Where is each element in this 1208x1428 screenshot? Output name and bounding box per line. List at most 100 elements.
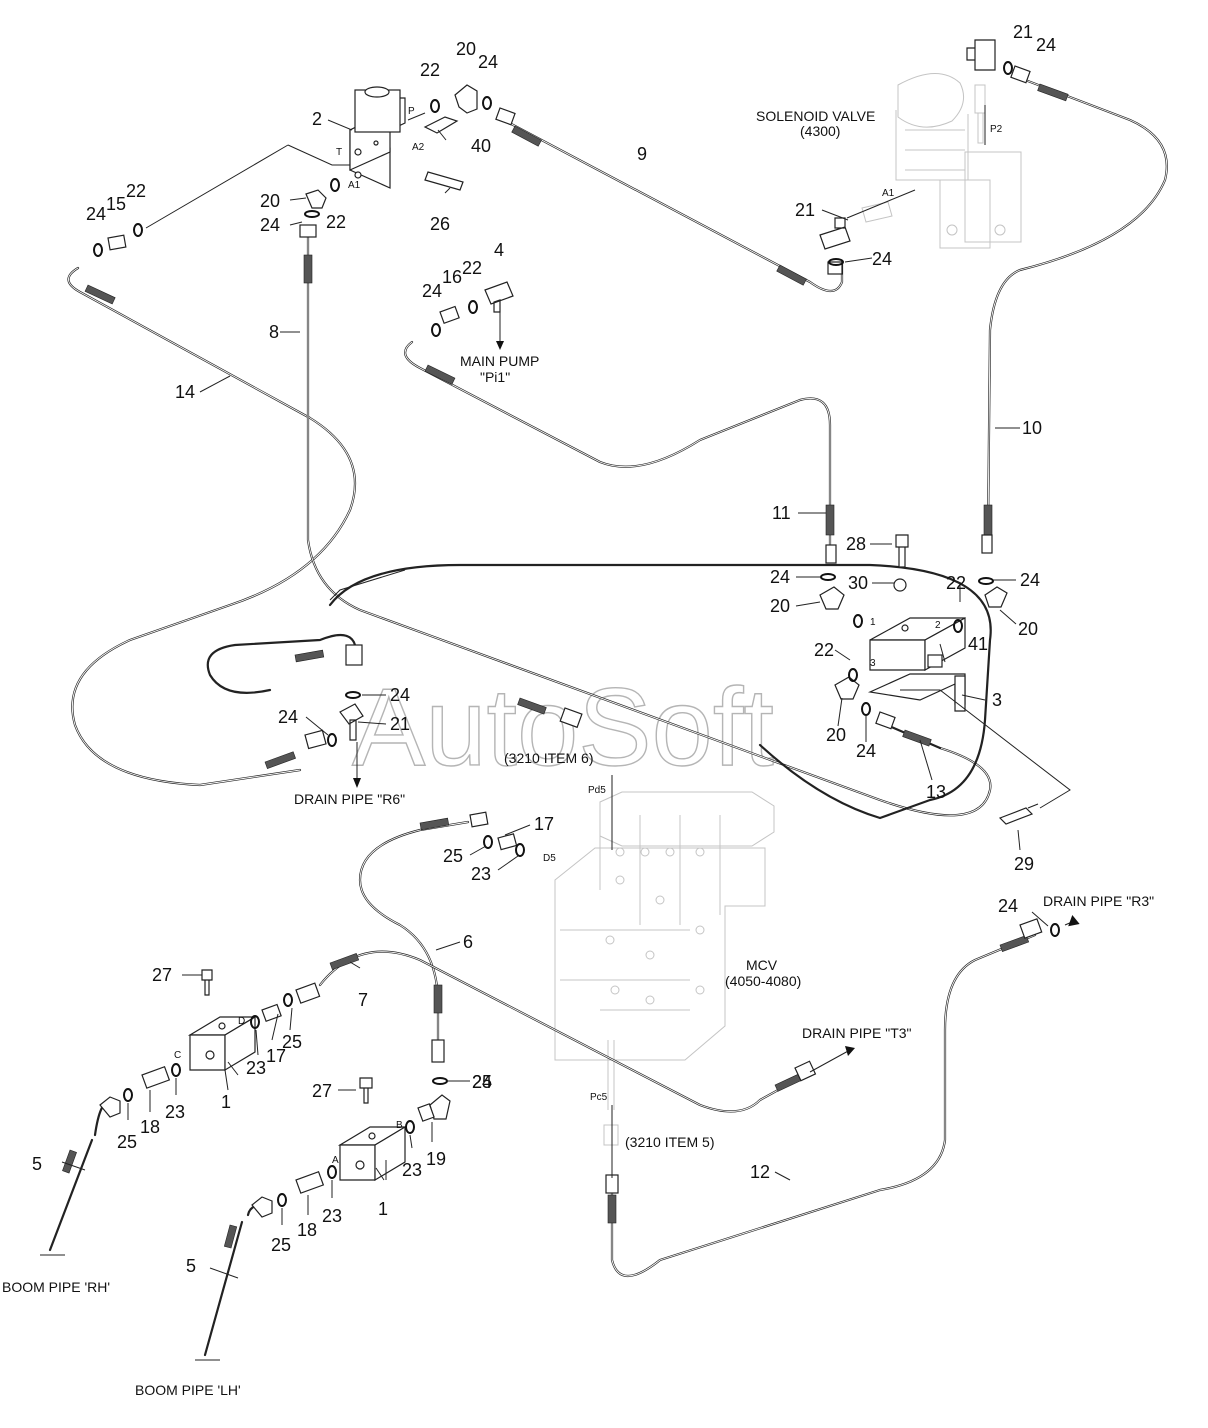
callout-label: 20 bbox=[260, 191, 280, 211]
callout-label: 25 bbox=[282, 1032, 302, 1052]
drain-pipe-r3-label: DRAIN PIPE "R3" bbox=[1043, 893, 1154, 909]
pipes bbox=[40, 76, 1168, 1361]
callout-label: 23 bbox=[165, 1102, 185, 1122]
callout-label: 3 bbox=[870, 658, 876, 669]
callout-label: P bbox=[408, 106, 415, 117]
watermark: AutoSoft bbox=[352, 666, 774, 789]
pipe-5-rh bbox=[48, 1100, 112, 1252]
callout-label: 26 bbox=[430, 214, 450, 234]
callout-label: 21 bbox=[1013, 22, 1033, 42]
callout-label: D bbox=[238, 1016, 245, 1027]
callout-label: 21 bbox=[390, 714, 410, 734]
item5-ref: (3210 ITEM 5) bbox=[625, 1134, 714, 1150]
callout-label: 25 bbox=[117, 1132, 137, 1152]
callout-label: 15 bbox=[106, 194, 126, 214]
mcv-ref: (4050-4080) bbox=[725, 973, 801, 989]
callout-label: A2 bbox=[412, 142, 425, 153]
callout-label: 24 bbox=[422, 281, 442, 301]
callout-label: 21 bbox=[795, 200, 815, 220]
callout-label: 20 bbox=[456, 39, 476, 59]
union-fitting-icon bbox=[107, 65, 1043, 1194]
callout-label: 18 bbox=[140, 1117, 160, 1137]
callout-label: 18 bbox=[297, 1220, 317, 1240]
callout-label: 24 bbox=[390, 685, 410, 705]
boom-pipe-lh-label: BOOM PIPE 'LH' bbox=[135, 1382, 241, 1398]
reference-labels: SOLENOID VALVE (4300) MAIN PUMP "Pi1" DR… bbox=[2, 108, 1154, 1398]
callout-label: 22 bbox=[420, 60, 440, 80]
callout-label: 22 bbox=[326, 212, 346, 232]
callout-label: 24 bbox=[1020, 570, 1040, 590]
callout-label: A bbox=[332, 1155, 339, 1166]
callout-label: 12 bbox=[750, 1162, 770, 1182]
callout-label: 4 bbox=[494, 240, 504, 260]
block-valve-1-upper-icon bbox=[187, 1015, 258, 1072]
main-pump-label: MAIN PUMP bbox=[460, 353, 539, 369]
callout-label: C bbox=[174, 1050, 181, 1061]
callout-label: 23 bbox=[402, 1160, 422, 1180]
callout-label: 40 bbox=[471, 136, 491, 156]
callout-label: 24 bbox=[478, 52, 498, 72]
callout-label: 24 bbox=[86, 204, 106, 224]
callout-label: 9 bbox=[637, 144, 647, 164]
callout-label: 23 bbox=[322, 1206, 342, 1226]
callout-label: 20 bbox=[826, 725, 846, 745]
callout-label: 24 bbox=[998, 896, 1018, 916]
callout-label: T bbox=[336, 147, 342, 158]
callout-label: 16 bbox=[442, 267, 462, 287]
bolt-icon bbox=[201, 534, 1039, 1104]
o-ring-icon bbox=[93, 61, 1060, 1207]
callout-leaders bbox=[61, 119, 1049, 1279]
callout-label: 41 bbox=[968, 634, 988, 654]
boom-pipe-rh-label: BOOM PIPE 'RH' bbox=[2, 1279, 110, 1295]
callout-label: 22 bbox=[814, 640, 834, 660]
pipe-12 bbox=[610, 933, 1037, 1277]
callout-label: 22 bbox=[126, 181, 146, 201]
callout-label: 1 bbox=[378, 1199, 388, 1219]
callout-label: 24 bbox=[856, 741, 876, 761]
solenoid-valve-ref: (4300) bbox=[800, 123, 840, 139]
callout-label: 24 bbox=[278, 707, 298, 727]
callout-label: 24 bbox=[472, 1072, 492, 1092]
pipe-14 bbox=[67, 266, 357, 787]
callout-label: 11 bbox=[772, 503, 791, 523]
callout-label: 27 bbox=[312, 1081, 332, 1101]
callout-label: 7 bbox=[358, 990, 368, 1010]
callout-label: P2 bbox=[990, 124, 1003, 135]
bracket-3-icon bbox=[867, 673, 966, 712]
callout-label: A1 bbox=[348, 180, 361, 191]
callout-label: 6 bbox=[463, 932, 473, 952]
callout-label: 20 bbox=[770, 596, 790, 616]
callout-label: 19 bbox=[426, 1149, 446, 1169]
callout-label: 14 bbox=[175, 382, 195, 402]
callout-label: 17 bbox=[534, 814, 554, 834]
callout-label: 5 bbox=[32, 1154, 42, 1174]
elbow-fitting-icon bbox=[99, 84, 1008, 1218]
pipe-10 bbox=[986, 76, 1168, 537]
callout-label: 24 bbox=[1036, 35, 1056, 55]
callout-label: 24 bbox=[770, 567, 790, 587]
callout-label: A1 bbox=[882, 188, 895, 199]
callout-label: 24 bbox=[872, 249, 892, 269]
callout-label: D5 bbox=[543, 853, 556, 864]
callout-label: B bbox=[396, 1120, 403, 1131]
callout-label: 8 bbox=[269, 322, 279, 342]
callout-label: 5 bbox=[186, 1256, 196, 1276]
callout-label: 17 bbox=[266, 1046, 286, 1066]
callout-label: Pd5 bbox=[588, 785, 606, 796]
callout-label: 28 bbox=[846, 534, 866, 554]
callout-label: 24 bbox=[260, 215, 280, 235]
callout-label: 1 bbox=[870, 617, 876, 628]
callout-label: 22 bbox=[462, 258, 482, 278]
solenoid-valve-ghost-icon bbox=[861, 73, 1022, 249]
callout-label: Pc5 bbox=[590, 1092, 608, 1103]
solenoid-valve-icon bbox=[349, 86, 464, 191]
mcv-label: MCV bbox=[746, 957, 778, 973]
callout-numbers: 20 24 22 2 40 20 24 22 26 24 15 22 21 24… bbox=[32, 22, 1056, 1276]
drain-pipe-t3-label: DRAIN PIPE "T3" bbox=[802, 1025, 912, 1041]
drain-pipe-r6-label: DRAIN PIPE "R6" bbox=[294, 791, 405, 807]
leader-lines bbox=[145, 105, 1080, 1178]
callout-label: 2 bbox=[312, 109, 322, 129]
callout-label: 27 bbox=[152, 965, 172, 985]
solenoid-valve-label: SOLENOID VALVE bbox=[756, 108, 875, 124]
callout-label: 23 bbox=[471, 864, 491, 884]
